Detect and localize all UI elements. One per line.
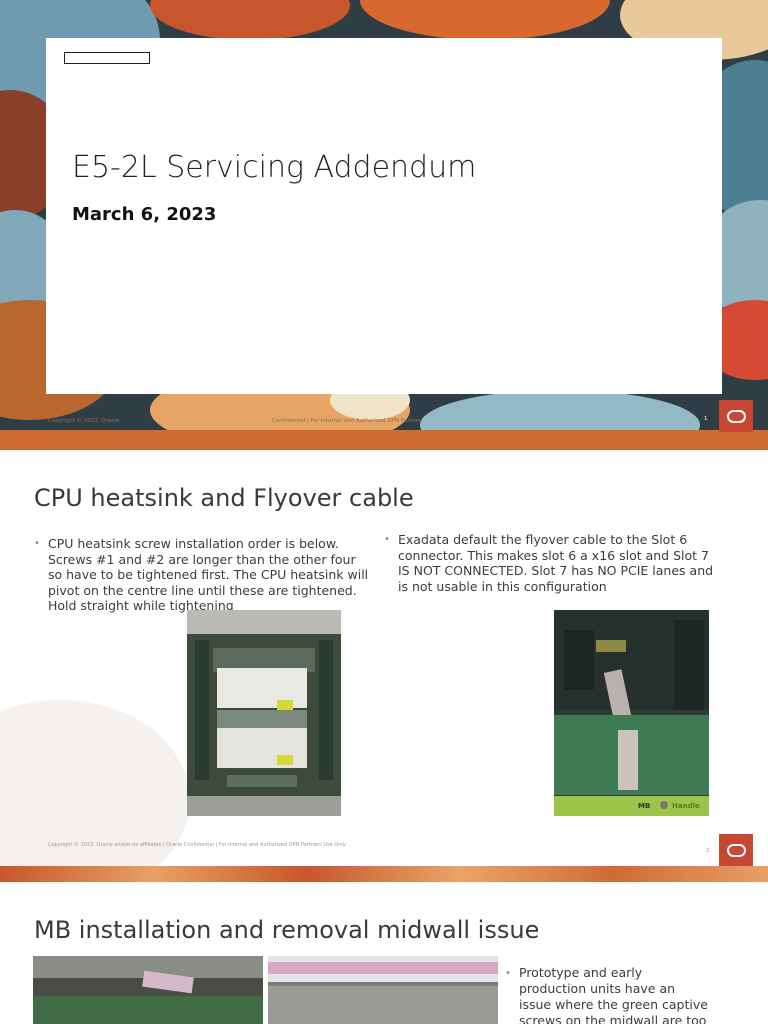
page-number: 2 — [706, 848, 710, 854]
bullet-icon: • — [384, 534, 390, 545]
photo-label-mb: MB — [638, 802, 651, 810]
flyover-cable-photo: MB Handle — [554, 610, 709, 816]
footer-confidential: Confidential | For Internal and Authoriz… — [272, 418, 421, 424]
bg-texture — [0, 700, 190, 882]
midwall-photo-left — [33, 956, 263, 1024]
handle-icon — [660, 801, 668, 809]
oracle-logo-icon — [719, 834, 753, 866]
bg-blob — [360, 0, 610, 40]
slide-cpu-heatsink: CPU heatsink and Flyover cable • CPU hea… — [0, 450, 768, 882]
midwall-photo-right — [268, 956, 498, 1024]
photo-label-handle: Handle — [672, 802, 700, 810]
bottom-accent-strip — [0, 866, 768, 882]
footer-copyright: Copyright © 2023, Oracle — [48, 418, 120, 424]
presentation-title: E5-2L Servicing Addendum — [72, 150, 477, 185]
slide-title: MB installation and removal midwall issu… — [34, 916, 540, 944]
page-number: 1 — [704, 416, 708, 422]
bg-strip — [0, 430, 768, 450]
bullet-icon: • — [505, 968, 511, 979]
slide-title: CPU heatsink and Flyover cable — [34, 484, 414, 512]
bullet-icon: • — [34, 538, 40, 549]
title-card: E5-2L Servicing Addendum March 6, 2023 — [46, 38, 722, 394]
oracle-logo-icon — [719, 400, 753, 432]
footer-copyright: Copyright © 2023, Oracle and/or its affi… — [48, 842, 346, 848]
presentation-date: March 6, 2023 — [72, 204, 217, 225]
slide-midwall-issue: MB installation and removal midwall issu… — [0, 882, 768, 1024]
logo-placeholder — [64, 52, 150, 64]
bg-blob — [150, 0, 350, 40]
title-slide: E5-2L Servicing Addendum March 6, 2023 C… — [0, 0, 768, 450]
heatsink-photo — [187, 610, 341, 816]
bullet-text-left: CPU heatsink screw installation order is… — [48, 536, 369, 613]
bullet-text: Prototype and early production units hav… — [519, 965, 708, 1024]
bullet-text-right: Exadata default the flyover cable to the… — [398, 532, 714, 594]
